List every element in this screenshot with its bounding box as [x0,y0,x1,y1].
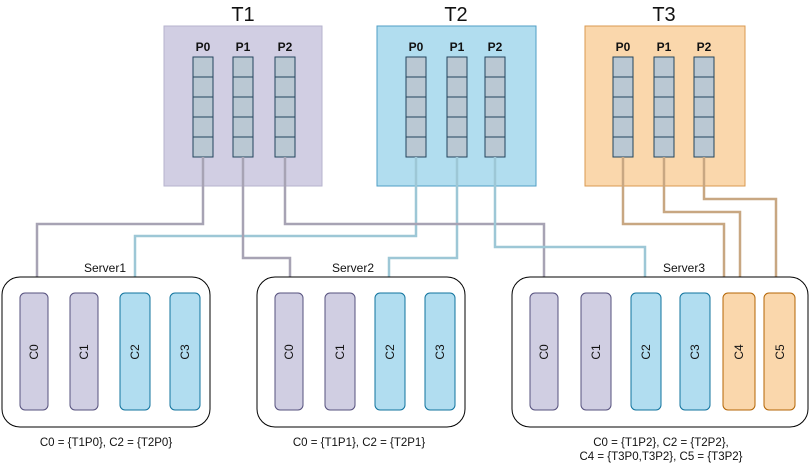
server-box [256,276,466,428]
partition-label: P0 [196,40,211,54]
arrow-t3p0-s3c4 [621,157,729,294]
consumer-label: C2 [639,344,653,360]
partition-log-t1p0 [192,56,214,158]
server-label: Server2 [332,261,374,275]
consumer-label: C0 [27,344,41,360]
arrow-t3p2-s3c5 [702,157,781,294]
partition-log-t3p2 [693,56,715,158]
consumer-c2 [374,292,406,411]
consumer-c5 [763,292,796,411]
assignment-text: C0 = {T1P1}, C2 = {T2P1} [293,437,425,449]
partition-label: P1 [236,40,251,54]
partition-log-t3p1 [653,56,675,158]
consumer-label: C5 [773,344,787,360]
consumer-c1 [69,292,99,411]
consumer-c2 [630,292,662,411]
topic-title: T1 [231,4,254,26]
arrow-t1p1-s2c0 [241,157,295,294]
partition-log-t2p1 [446,56,468,158]
arrow-t3p1-s3c4 [662,157,745,294]
arrow-t1p0-s1c0 [32,157,205,294]
assignment-text: C0 = {T1P0}, C2 = {T2P0} [40,437,172,449]
consumer-c0 [274,292,304,411]
server-label: Server1 [84,261,126,275]
consumer-c3 [679,292,711,411]
server-2: Server2 C0 C1 C2 C3 C0 = {T1P1}, C2 = {T… [256,261,466,449]
topic-t3: T3 P0 P1 P2 [584,4,746,187]
assignment-arrows [32,157,781,294]
consumer-label: C1 [589,344,603,360]
topic-title: T2 [444,4,467,26]
partition-log-t1p2 [274,56,296,158]
server-label: Server3 [663,261,705,275]
consumer-label: C1 [77,344,91,360]
assignment-text: C4 = {T3P0,T3P2}, C5 = {T3P2} [579,451,742,463]
arrow-t2p1-s2c2 [384,157,459,294]
partition-log-t3p0 [612,56,634,158]
server-1: Server1 C0 C1 C2 C3 C0 = {T1P0}, C2 = {T… [1,261,211,449]
partition-log-t1p1 [232,56,254,158]
partition-label: P1 [657,40,672,54]
partition-log-t2p2 [484,56,506,158]
consumer-label: C3 [688,344,702,360]
consumer-c3 [424,292,456,411]
consumer-c3 [169,292,201,411]
partition-label: P1 [450,40,465,54]
consumer-c2 [119,292,151,411]
arrow-t1p2-s3c0 [283,157,549,294]
consumer-label: C1 [333,344,347,360]
consumer-label: C3 [433,344,447,360]
consumer-label: C0 [282,344,296,360]
assignment-text: C0 = {T1P2}, C2 = {T2P2}, [593,437,729,449]
consumer-label: C2 [128,344,142,360]
arrow-t2p0-s1c2 [130,157,418,294]
consumer-c0 [529,292,559,411]
partition-label: P0 [409,40,424,54]
partition-label: P2 [488,40,503,54]
partition-label: P2 [278,40,293,54]
server-box [1,276,211,428]
consumer-c4 [722,292,756,411]
consumer-c1 [580,292,612,411]
topic-t1: T1 P0 P1 P2 [163,4,323,187]
consumer-label: C2 [383,344,397,360]
consumer-c1 [324,292,356,411]
partition-log-t2p0 [405,56,427,158]
consumer-label: C0 [537,344,551,360]
topic-title: T3 [652,4,675,26]
consumer-label: C3 [178,344,192,360]
consumer-c0 [19,292,49,411]
partition-label: P0 [616,40,631,54]
arrow-t2p2-s3c2 [493,157,650,294]
server-3: Server3 C0 C1 C2 C3 C4 C5 C0 = {T1P2}, C… [511,261,809,463]
consumer-label: C4 [732,344,746,360]
partition-label: P2 [697,40,712,54]
